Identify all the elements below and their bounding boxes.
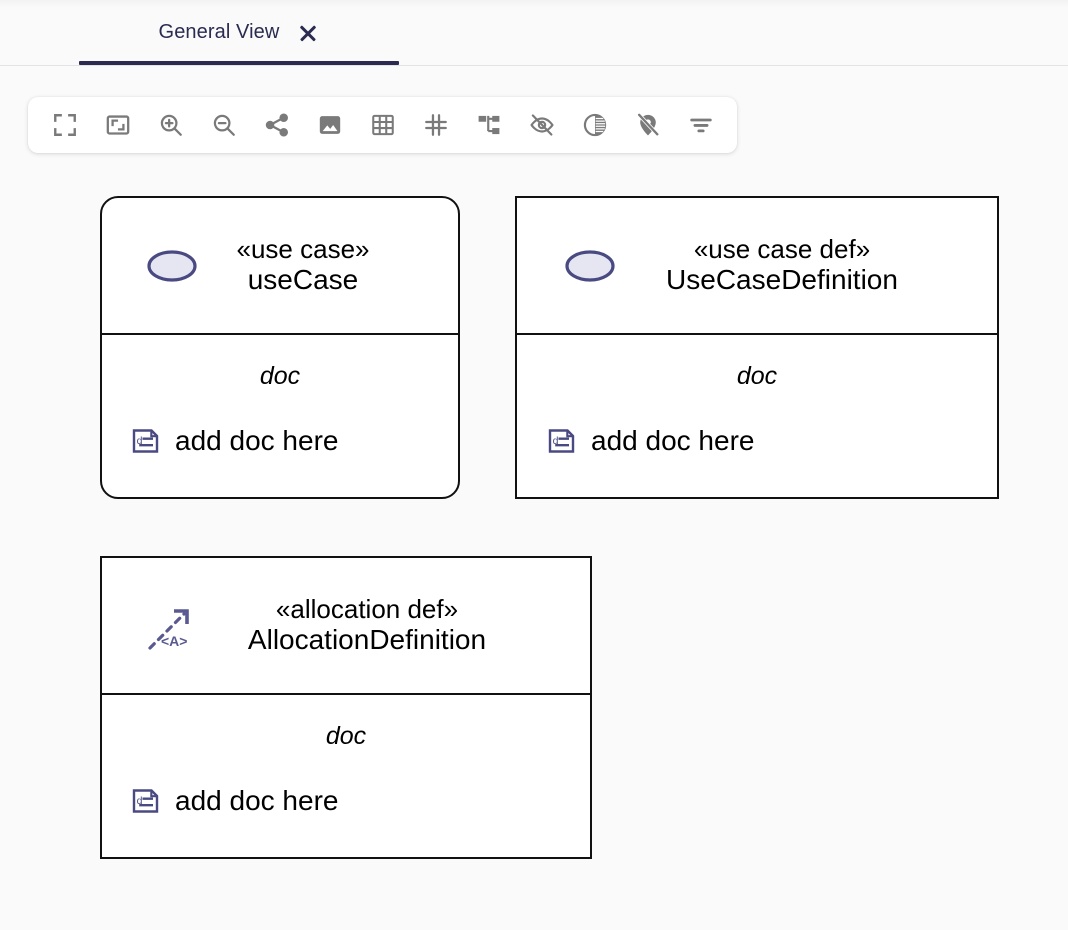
image-icon[interactable] bbox=[303, 101, 356, 149]
diagram-node-use-case-usage[interactable]: «use case» useCase doc d add doc bbox=[100, 196, 460, 499]
node-header: <A> «allocation def» AllocationDefinitio… bbox=[102, 558, 590, 695]
grid-lines-icon[interactable] bbox=[409, 101, 462, 149]
diagram-node-allocation-definition[interactable]: <A> «allocation def» AllocationDefinitio… bbox=[100, 556, 592, 859]
svg-text:d: d bbox=[137, 795, 143, 807]
tab-active-indicator bbox=[79, 61, 399, 65]
node-name: useCase bbox=[247, 264, 359, 296]
diagram-toolbar bbox=[28, 97, 737, 153]
hierarchy-icon[interactable] bbox=[462, 101, 515, 149]
doc-icon: d bbox=[131, 426, 161, 456]
svg-text:<A>: <A> bbox=[161, 633, 187, 649]
fit-content-icon[interactable] bbox=[91, 101, 144, 149]
node-doc-compartment: doc d add doc here bbox=[517, 335, 997, 497]
fullscreen-icon[interactable] bbox=[38, 101, 91, 149]
node-name: AllocationDefinition bbox=[247, 624, 487, 656]
node-header: «use case» useCase bbox=[102, 198, 458, 335]
tab-general-view[interactable]: General View bbox=[79, 0, 399, 65]
eye-off-icon[interactable] bbox=[515, 101, 568, 149]
node-title-block: «use case def» UseCaseDefinition bbox=[606, 234, 908, 297]
zoom-in-icon[interactable] bbox=[144, 101, 197, 149]
diagram-canvas[interactable]: «use case» useCase doc d add doc bbox=[0, 66, 1068, 930]
doc-entry-row[interactable]: d add doc here bbox=[131, 425, 338, 457]
doc-text: add doc here bbox=[175, 785, 339, 816]
node-title-block: «use case» useCase bbox=[181, 234, 380, 297]
grid-table-icon[interactable] bbox=[356, 101, 409, 149]
doc-entry-row[interactable]: d add doc here bbox=[131, 785, 338, 817]
compartment-label: doc bbox=[259, 362, 301, 390]
close-icon[interactable] bbox=[297, 22, 319, 44]
zoom-out-icon[interactable] bbox=[197, 101, 250, 149]
doc-text: add doc here bbox=[591, 425, 755, 456]
allocation-arrow-icon: <A> bbox=[144, 603, 198, 653]
tab-label: General View bbox=[158, 21, 280, 43]
node-stereotype: «use case» bbox=[236, 234, 370, 265]
tab-bar: General View bbox=[0, 0, 1068, 66]
diagram-node-use-case-definition[interactable]: «use case def» UseCaseDefinition doc d bbox=[515, 196, 999, 499]
share-icon[interactable] bbox=[250, 101, 303, 149]
node-stereotype: «use case def» bbox=[693, 234, 871, 265]
node-doc-compartment: doc d add doc here bbox=[102, 335, 458, 497]
node-header: «use case def» UseCaseDefinition bbox=[517, 198, 997, 335]
doc-text: add doc here bbox=[175, 425, 339, 456]
compartment-label: doc bbox=[736, 362, 778, 390]
doc-icon: d bbox=[131, 786, 161, 816]
svg-text:d: d bbox=[137, 435, 143, 447]
compartment-label: doc bbox=[325, 722, 367, 750]
node-doc-compartment: doc d add doc here bbox=[102, 695, 590, 857]
use-case-ellipse-icon bbox=[564, 248, 616, 284]
doc-entry-row[interactable]: d add doc here bbox=[547, 425, 754, 457]
doc-icon: d bbox=[547, 426, 577, 456]
use-case-ellipse-icon bbox=[146, 248, 198, 284]
contrast-icon[interactable] bbox=[568, 101, 621, 149]
filter-icon[interactable] bbox=[674, 101, 727, 149]
node-stereotype: «allocation def» bbox=[275, 594, 459, 625]
node-title-block: «allocation def» AllocationDefinition bbox=[196, 594, 496, 657]
pin-off-icon[interactable] bbox=[621, 101, 674, 149]
svg-text:d: d bbox=[553, 435, 559, 447]
node-name: UseCaseDefinition bbox=[666, 264, 898, 296]
